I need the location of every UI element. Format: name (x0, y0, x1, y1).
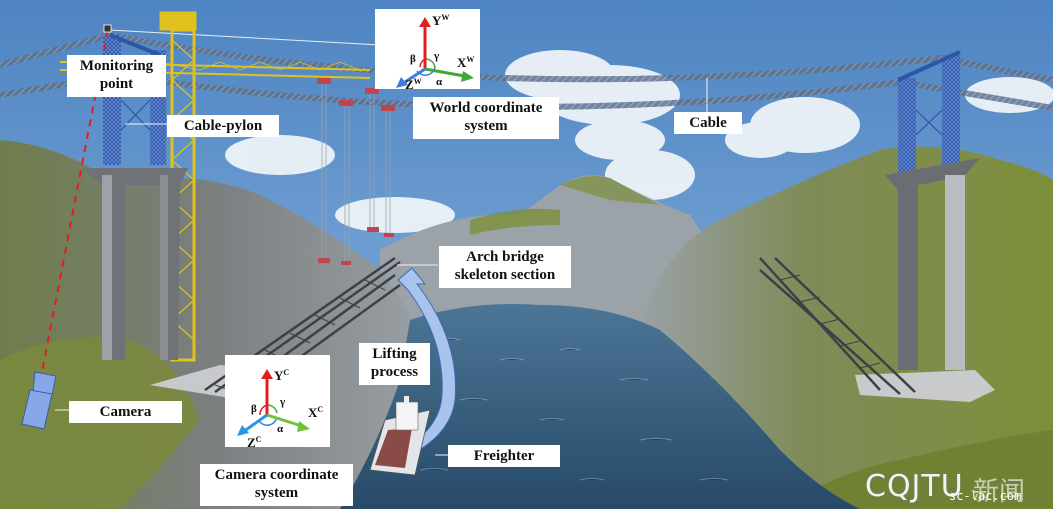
label-camera-coordinate-system: Camera coordinate system (200, 464, 353, 506)
label-world-coordinate-system: World coordinate system (413, 97, 559, 139)
watermark-logo: CQJTU 新闻 sc-lac.com (865, 469, 1045, 507)
z-axis-arrow (401, 67, 426, 86)
y-axis-label: YC (274, 368, 289, 383)
beta-label: β (410, 53, 416, 65)
alpha-label: α (436, 76, 443, 88)
label-arch-bridge-skeleton-section: Arch bridge skeleton section (439, 246, 571, 288)
right-pier (855, 158, 995, 402)
label-monitoring-point: Monitoring point (67, 55, 166, 97)
watermark-brand: CQJTU (865, 469, 964, 504)
freighter-ship (369, 396, 431, 476)
watermark-chinese: 新闻 (973, 477, 1026, 507)
y-axis-label: YW (432, 13, 449, 28)
alpha-label: α (277, 423, 284, 435)
monitoring-point-marker (103, 24, 112, 33)
z-axis-label: ZC (247, 435, 262, 447)
gamma-label: γ (279, 396, 285, 408)
right-cable-pylon (897, 50, 961, 173)
label-freighter: Freighter (448, 445, 560, 467)
hanging-trolleys (317, 78, 395, 265)
hoisting-hangers (321, 82, 391, 262)
right-arch-truss (759, 257, 916, 395)
label-cable: Cable (674, 112, 742, 134)
label-lifting-process: Lifting process (359, 343, 430, 385)
x-axis-label: XW (457, 55, 474, 70)
camera-icon (21, 371, 57, 430)
x-axis-label: XC (308, 405, 323, 420)
world-coordinate-axes: YW XW ZW β γ α (375, 9, 480, 89)
label-camera: Camera (69, 401, 182, 423)
camera-coordinate-axes: YC XC ZC β γ α (225, 355, 330, 447)
left-pier (82, 168, 188, 360)
z-axis-label: ZW (405, 77, 422, 89)
gamma-label: γ (433, 50, 439, 62)
watermark-url: sc-lac.com (949, 489, 1022, 503)
z-axis-arrow (242, 413, 268, 434)
main-cable-upper (0, 31, 1053, 83)
beta-label: β (251, 403, 257, 415)
label-cable-pylon: Cable-pylon (167, 115, 279, 137)
